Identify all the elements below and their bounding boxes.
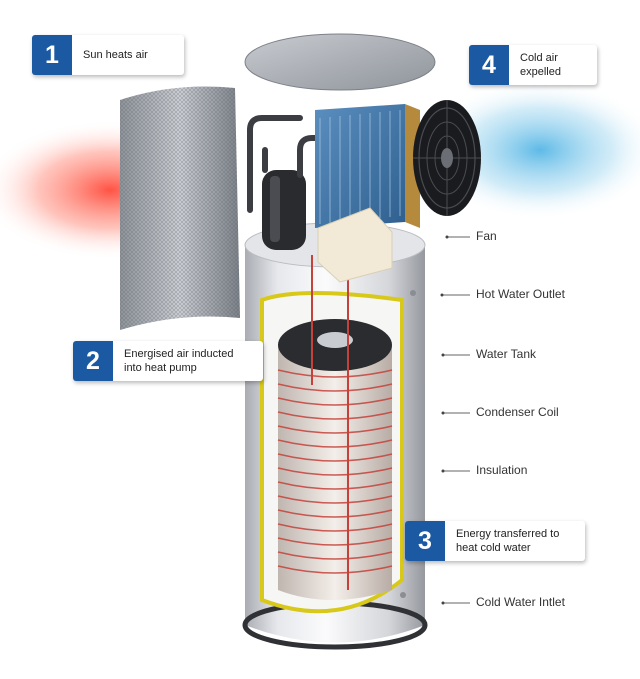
step-4-text: Cold air expelled — [520, 52, 561, 78]
step-2-text: Energised air inducted into heat pump — [124, 348, 234, 374]
control-box — [317, 207, 393, 283]
step-1-text: Sun heats air — [83, 49, 148, 61]
step-2-badge: 2 — [73, 341, 113, 381]
label-insulation: Insulation — [476, 463, 528, 477]
copper-pipes — [311, 255, 349, 590]
label-condenser-coil: Condenser Coil — [476, 405, 559, 419]
step-1-callout: 1 Sun heats air — [32, 35, 184, 75]
leader-lines — [442, 236, 470, 604]
evaporator-coil — [315, 104, 420, 228]
label-water-tank: Water Tank — [476, 347, 537, 361]
fan — [413, 100, 481, 216]
step-4-callout: 4 Cold air expelled — [469, 45, 597, 85]
step-4-badge: 4 — [469, 45, 509, 85]
step-3-callout: 3 Energy transferred to heat cold water — [405, 521, 585, 561]
label-fan: Fan — [476, 229, 497, 243]
top-lid — [244, 33, 436, 91]
step-3-text: Energy transferred to heat cold water — [456, 528, 560, 554]
water-tank — [277, 319, 393, 600]
air-intake-screen — [120, 86, 240, 330]
step-1-badge: 1 — [32, 35, 72, 75]
compressor — [262, 170, 306, 250]
step-3-badge: 3 — [405, 521, 445, 561]
label-hot-water-outlet: Hot Water Outlet — [476, 287, 565, 301]
label-cold-water-inlet: Cold Water Intlet — [476, 595, 565, 609]
step-2-callout: 2 Energised air inducted into heat pump — [73, 341, 263, 381]
